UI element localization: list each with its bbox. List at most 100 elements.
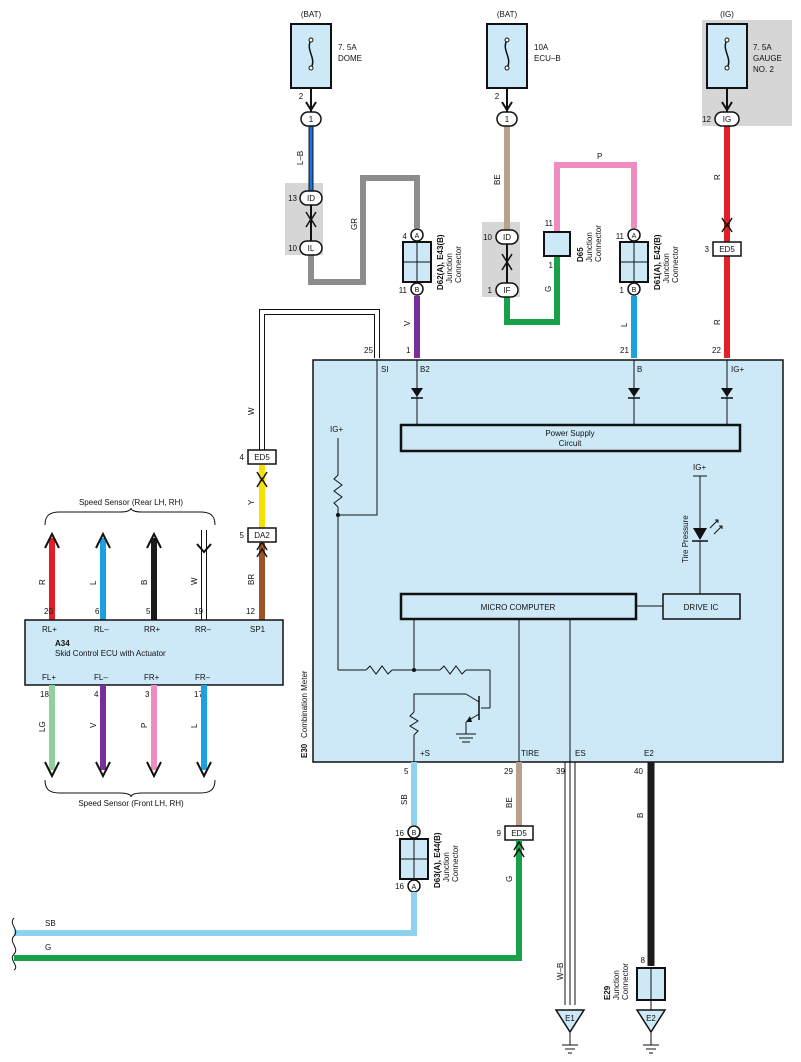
svg-text:RL–: RL– xyxy=(94,625,109,634)
svg-text:D63(A), E44(B): D63(A), E44(B) xyxy=(433,832,442,888)
svg-text:Connector: Connector xyxy=(594,225,603,262)
svg-text:MICRO COMPUTER: MICRO COMPUTER xyxy=(481,603,556,612)
svg-text:ED5: ED5 xyxy=(511,829,527,838)
meter-box xyxy=(312,359,784,763)
svg-text:10: 10 xyxy=(483,233,492,242)
svg-text:W: W xyxy=(190,577,199,585)
svg-text:39: 39 xyxy=(556,767,565,776)
diode-icon xyxy=(628,360,640,425)
resistor-icon xyxy=(439,665,467,675)
ecub-name: ECU–B xyxy=(534,54,561,63)
svg-text:12: 12 xyxy=(246,607,255,616)
svg-text:SB: SB xyxy=(400,794,409,805)
svg-text:5: 5 xyxy=(146,607,151,616)
wire-l-label: L xyxy=(620,322,629,327)
svg-text:Combination Meter: Combination Meter xyxy=(300,670,309,738)
svg-text:V: V xyxy=(89,722,98,728)
svg-text:3: 3 xyxy=(145,690,150,699)
svg-text:IG+: IG+ xyxy=(731,365,744,374)
svg-text:E2: E2 xyxy=(646,1014,656,1023)
power-supply-box xyxy=(399,423,742,453)
svg-text:21: 21 xyxy=(620,346,629,355)
svg-text:E29: E29 xyxy=(603,985,612,1000)
dome-pin: 2 xyxy=(299,92,304,101)
svg-text:SI: SI xyxy=(381,365,389,374)
svg-text:IG: IG xyxy=(723,115,731,124)
ecub-rating: 10A xyxy=(534,43,549,52)
wire-be-label: BE xyxy=(493,174,502,185)
svg-text:W–B: W–B xyxy=(556,963,565,980)
wire-wb xyxy=(564,762,576,1005)
svg-text:1: 1 xyxy=(505,115,510,124)
tire-pressure-label: Tire Pressure xyxy=(681,515,690,563)
ground-icon xyxy=(456,733,476,743)
connector-ig: IG 12 xyxy=(702,111,740,127)
connector-id-left: ID 13 xyxy=(288,190,323,206)
svg-text:A34: A34 xyxy=(55,639,70,648)
svg-text:IF: IF xyxy=(503,286,510,295)
connector-id-mid: ID 10 xyxy=(483,229,519,245)
svg-text:4: 4 xyxy=(240,453,245,462)
connector-1-dome: 1 xyxy=(300,111,322,127)
ground-e2: E2 xyxy=(635,1009,667,1054)
skid-control-ecu: Speed Sensor (Rear LH, RH) R L B W 20 6 … xyxy=(24,498,284,808)
svg-text:Circuit: Circuit xyxy=(559,439,582,448)
svg-text:B: B xyxy=(140,580,149,585)
svg-text:ES: ES xyxy=(575,749,586,758)
svg-text:A: A xyxy=(412,884,417,891)
svg-text:IL: IL xyxy=(308,244,315,253)
connector-il: IL 10 xyxy=(288,240,323,256)
svg-text:DA2: DA2 xyxy=(254,531,270,540)
fuse-ecub: (BAT) 10A ECU–B 2 xyxy=(486,10,561,101)
transistor-icon xyxy=(465,693,480,723)
wire-br-label: BR xyxy=(247,574,256,585)
svg-text:1: 1 xyxy=(620,286,625,295)
svg-text:IG+: IG+ xyxy=(330,425,343,434)
connector-ed5-left: ED5 4 xyxy=(240,449,277,465)
svg-text:Connector: Connector xyxy=(454,246,463,283)
svg-text:10: 10 xyxy=(288,244,297,253)
svg-text:4: 4 xyxy=(403,232,408,241)
svg-text:16: 16 xyxy=(395,882,404,891)
svg-text:RR+: RR+ xyxy=(144,625,161,634)
svg-text:G: G xyxy=(45,943,51,952)
svg-text:B: B xyxy=(415,287,420,294)
junction-d63: B 16 A 16 D63(A), E44(B) Junction Connec… xyxy=(395,825,460,893)
wire-v-label: V xyxy=(403,320,412,326)
svg-text:11: 11 xyxy=(616,232,625,241)
wire-gr-label: GR xyxy=(350,218,359,230)
dome-fuse-box xyxy=(290,23,332,89)
svg-text:D65: D65 xyxy=(576,247,585,262)
svg-text:B2: B2 xyxy=(420,365,430,374)
fuse-symbol-icon xyxy=(504,39,510,69)
junction-d65: 11 1 D65 Junction Connector xyxy=(543,219,603,270)
wire-sb-bottom xyxy=(14,892,417,936)
wire-lb-label: L–B xyxy=(296,151,305,165)
front-sensor-title: Speed Sensor (Front LH, RH) xyxy=(78,799,184,808)
svg-text:22: 22 xyxy=(712,346,721,355)
svg-text:11: 11 xyxy=(545,219,554,228)
svg-text:5: 5 xyxy=(240,531,245,540)
resistor-icon xyxy=(409,711,419,736)
svg-text:E2: E2 xyxy=(644,749,654,758)
svg-text:1: 1 xyxy=(488,286,493,295)
dome-source-label: (BAT) xyxy=(301,10,322,19)
svg-text:E30: E30 xyxy=(300,743,309,758)
svg-text:Junction: Junction xyxy=(612,970,621,1000)
svg-text:FR–: FR– xyxy=(195,673,211,682)
svg-text:6: 6 xyxy=(95,607,100,616)
diode-icon xyxy=(721,360,733,425)
svg-text:B: B xyxy=(412,830,417,837)
svg-text:16: 16 xyxy=(395,829,404,838)
fuse-dome: (BAT) 7. 5A DOME 2 xyxy=(290,10,362,101)
svg-text:FL+: FL+ xyxy=(42,673,56,682)
junction-d62: A 4 B 11 D62(A), E43(B) Junction Connect… xyxy=(399,228,463,296)
svg-text:B: B xyxy=(632,287,637,294)
svg-text:11: 11 xyxy=(399,286,408,295)
svg-text:Connector: Connector xyxy=(451,845,460,882)
svg-text:40: 40 xyxy=(634,767,643,776)
resistor-icon xyxy=(365,665,393,675)
rear-sensor-title: Speed Sensor (Rear LH, RH) xyxy=(79,498,183,507)
connector-if: IF 1 xyxy=(488,282,519,298)
ecu-box xyxy=(24,619,284,686)
